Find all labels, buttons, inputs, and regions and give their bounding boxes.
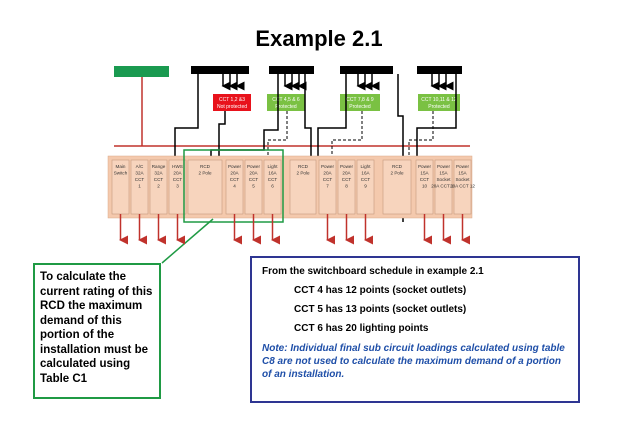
breaker-label: CCT bbox=[420, 177, 430, 182]
breaker-module bbox=[289, 159, 317, 215]
breaker-label: Range bbox=[152, 164, 166, 169]
schedule-item-cct5: CCT 5 has 13 points (socket outlets) bbox=[294, 304, 467, 315]
breaker-label: Power bbox=[321, 164, 334, 169]
breaker-label: 1 bbox=[138, 184, 141, 189]
breaker-label: 9 bbox=[364, 184, 367, 189]
breaker-label: Socket bbox=[455, 177, 470, 182]
label-cct-1-2-3 bbox=[213, 94, 251, 111]
breaker-label: RCD bbox=[392, 164, 403, 169]
breaker-label: 15A bbox=[420, 171, 429, 176]
breaker-label: 5 bbox=[252, 184, 255, 189]
busbar-block-2 bbox=[269, 66, 314, 74]
breaker-label: Light bbox=[268, 164, 279, 169]
breaker-label: Light bbox=[361, 164, 372, 169]
breaker-label: 2 Pole bbox=[296, 171, 309, 176]
breaker-label: Power bbox=[437, 164, 450, 169]
routing-wires bbox=[174, 74, 457, 222]
svg-text:CCT 7,8 & 9: CCT 7,8 & 9 bbox=[346, 97, 374, 103]
svg-text:CCT 10,11 & 12: CCT 10,11 & 12 bbox=[421, 97, 457, 103]
svg-text:Protected: Protected bbox=[428, 104, 450, 110]
schedule-item-cct4: CCT 4 has 12 points (socket outlets) bbox=[294, 285, 467, 296]
breaker-label: 2 Pole bbox=[390, 171, 403, 176]
svg-text:Protected: Protected bbox=[275, 104, 297, 110]
breaker-label: CCT bbox=[249, 177, 259, 182]
breaker-label: 20A bbox=[342, 171, 351, 176]
breaker-label: Power bbox=[228, 164, 241, 169]
breaker-label: 20A bbox=[230, 171, 239, 176]
breaker-label: Power bbox=[340, 164, 353, 169]
breaker-label: 32A bbox=[154, 171, 163, 176]
schedule-note-box: From the switchboard schedule in example… bbox=[250, 256, 580, 403]
breaker-label: A/C bbox=[136, 164, 144, 169]
breaker-label: CCT bbox=[268, 177, 278, 182]
breaker-label: CCT bbox=[342, 177, 352, 182]
breaker-label: CCT bbox=[323, 177, 333, 182]
breaker-label: 8 bbox=[345, 184, 348, 189]
breaker-label: Switch bbox=[114, 171, 128, 176]
breaker-label: RCD bbox=[200, 164, 211, 169]
breaker-label: 15A bbox=[458, 171, 467, 176]
breaker-label: Main bbox=[116, 164, 126, 169]
breaker-label: Socket bbox=[436, 177, 451, 182]
breaker-label: 20A bbox=[323, 171, 332, 176]
breaker-label: Power bbox=[456, 164, 469, 169]
breaker-label: Power bbox=[418, 164, 431, 169]
svg-text:CCT 1,2 &3: CCT 1,2 &3 bbox=[219, 97, 245, 103]
breaker-label: 16A bbox=[268, 171, 277, 176]
breaker-label: 7 bbox=[326, 184, 329, 189]
breaker-label: Power bbox=[247, 164, 260, 169]
page-title: Example 2.1 bbox=[255, 26, 383, 51]
breaker-module bbox=[382, 159, 412, 215]
output-arrows bbox=[119, 214, 470, 245]
breaker-label: 3 bbox=[176, 184, 179, 189]
breaker-module bbox=[187, 159, 223, 215]
rcd-highlight-box bbox=[183, 149, 284, 223]
breaker-label: HWS bbox=[172, 164, 183, 169]
callout-line bbox=[161, 218, 214, 264]
breaker-label: CCT bbox=[230, 177, 240, 182]
schedule-footnote: Note: Individual final sub circuit loadi… bbox=[262, 343, 565, 380]
svg-text:Not protected: Not protected bbox=[217, 104, 247, 110]
breaker-label: 20A CCT 11 bbox=[431, 184, 456, 189]
breaker-label: 20A CCT 12 bbox=[450, 184, 475, 189]
breaker-label: 16A bbox=[361, 171, 370, 176]
breaker-label: 32A bbox=[135, 171, 144, 176]
busbar-block-4 bbox=[417, 66, 462, 74]
main-supply-block bbox=[114, 66, 169, 77]
svg-text:Protected: Protected bbox=[349, 104, 371, 110]
label-cct-10-11-12 bbox=[418, 94, 460, 111]
breaker-modules: MainSwitchA/C32ACCT1Range32ACCT2HWS20ACC… bbox=[111, 159, 475, 215]
label-cct-4-5-6 bbox=[267, 94, 305, 111]
breaker-label: RCD bbox=[298, 164, 309, 169]
breaker-label: 10 bbox=[422, 184, 428, 189]
busbar-block-3 bbox=[340, 66, 393, 74]
breaker-label: CCT bbox=[154, 177, 164, 182]
dashed-wires bbox=[267, 111, 434, 158]
breaker-label: CCT bbox=[135, 177, 145, 182]
breaker-label: 6 bbox=[271, 184, 274, 189]
breaker-label: 20A bbox=[249, 171, 258, 176]
bus-arrows bbox=[221, 74, 454, 91]
breaker-label: CCT bbox=[173, 177, 183, 182]
breaker-label: 2 Pole bbox=[198, 171, 211, 176]
svg-text:CCT 4,5 & 6: CCT 4,5 & 6 bbox=[272, 97, 300, 103]
breaker-label: CCT bbox=[361, 177, 371, 182]
breaker-label: 2 bbox=[157, 184, 160, 189]
label-cct-7-8-9 bbox=[340, 94, 380, 111]
schedule-heading: From the switchboard schedule in example… bbox=[262, 266, 484, 277]
breaker-label: 20A bbox=[173, 171, 182, 176]
schedule-item-cct6: CCT 6 has 20 lighting points bbox=[294, 323, 429, 334]
breaker-label: 15A bbox=[439, 171, 448, 176]
rcd-calculation-note: To calculate the current rating of this … bbox=[33, 263, 161, 399]
breaker-label: 4 bbox=[233, 184, 236, 189]
busbar-block-1 bbox=[191, 66, 249, 74]
